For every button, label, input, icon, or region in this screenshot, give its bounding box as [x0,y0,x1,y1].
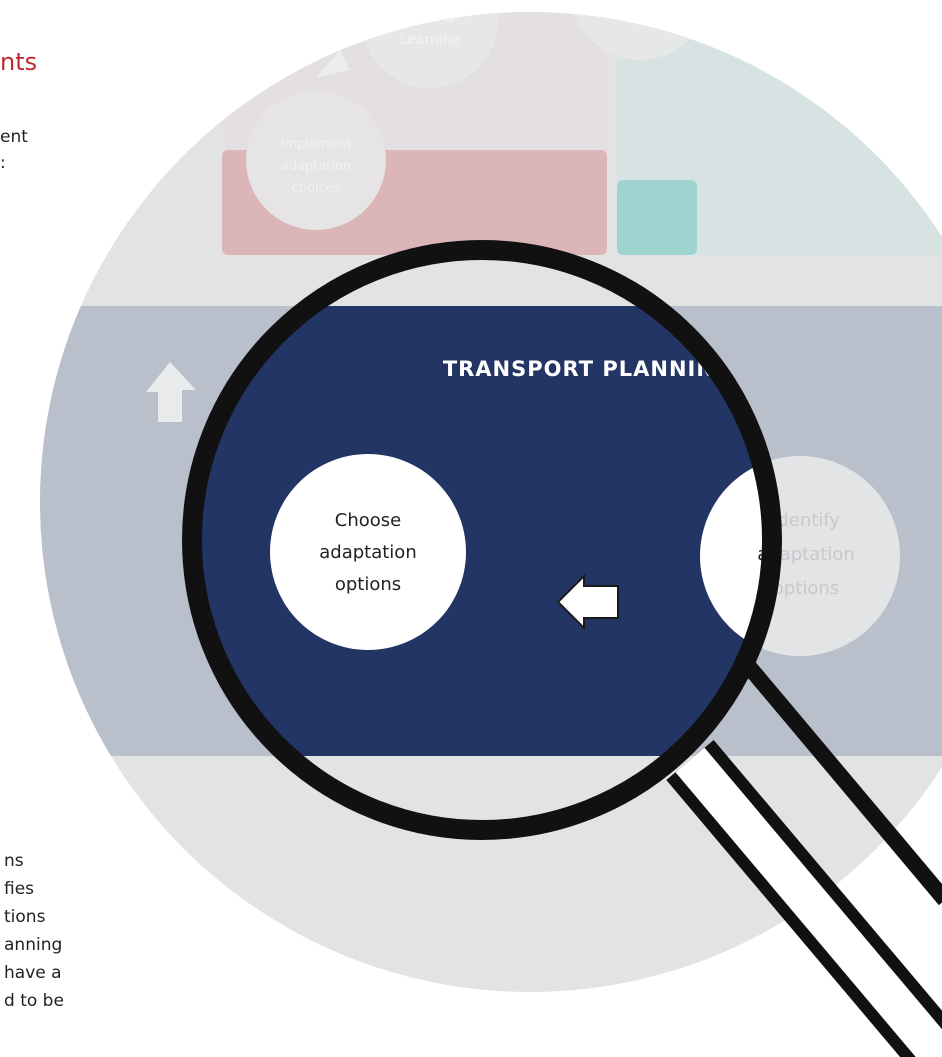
body-line-1: ns [4,851,24,871]
implement-circle [246,90,386,230]
identify-faded-label-3: options [773,578,839,599]
faded-arrow-up-icon [316,50,350,78]
identify-circle [700,456,772,656]
body-line-3: tions [4,907,46,927]
body-line-6: d to be [4,991,64,1011]
magnifier-handle [666,656,942,1057]
choose-circle [270,454,466,650]
left-arrow-icon [556,573,619,631]
implement-label-1: Implement [281,137,351,152]
lens-view: TRANSPORT PLANNING Choose adaptation opt… [192,250,772,830]
choose-label-3: options [335,574,401,595]
intro-line-2: : [0,153,6,173]
magnifier-lens-ring [182,240,782,840]
section-heading-fragment: nts [0,48,38,76]
intro-line-1: ent [0,127,28,147]
choose-label-1: Choose [335,510,401,531]
identify-faded-label-1: Identify [772,510,840,531]
monitoring-panel-accent [617,180,697,255]
band-title: TRANSPORT PLANNING [443,357,733,381]
body-line-4: anning [4,935,63,955]
body-line-2: fies [4,879,35,899]
implement-label-3: choices [292,181,341,196]
learning-label: Learning [400,32,461,48]
body-line-5: have a [4,963,62,983]
learning-label-above: ation & [405,10,456,26]
implement-label-2: adaptation [281,159,351,174]
faded-arrow-icon [146,362,196,422]
choose-label-2: adaptation [319,542,416,563]
